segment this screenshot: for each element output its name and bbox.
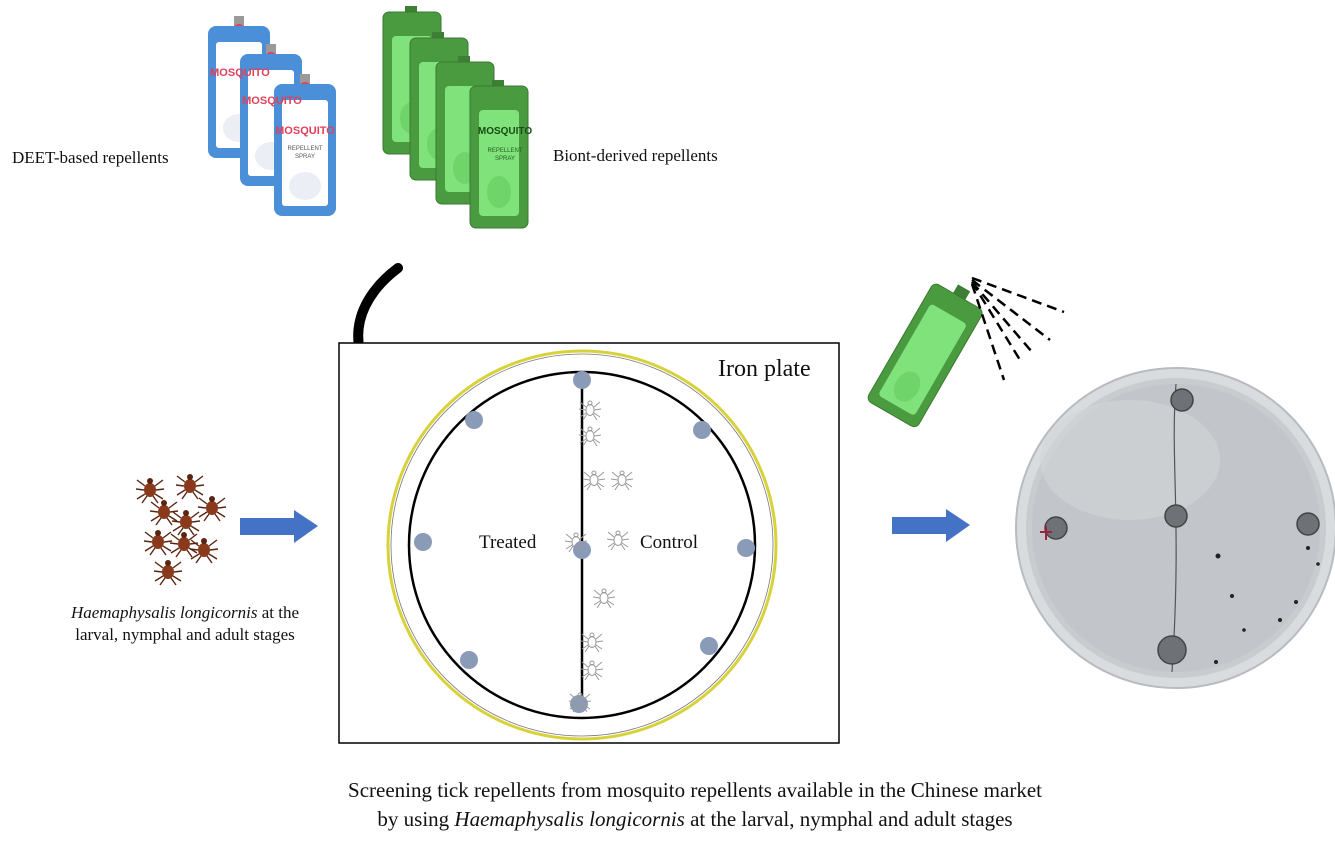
tick-cluster-icon: [135, 473, 227, 586]
tick-species: Haemaphysalis longicornis: [70, 603, 258, 622]
tick-stages-line: larval, nymphal and adult stages: [75, 625, 295, 644]
biont-label: Biont-derived repellents: [553, 146, 718, 165]
deet-bottles-icon: [208, 16, 336, 216]
spray-bottle-icon: [867, 283, 983, 428]
biont-bottles-icon: [382, 5, 529, 229]
blue-arrow-left-icon: [240, 510, 318, 543]
bottle-line2-text: SPRAY: [295, 154, 315, 160]
bottle-line2-text: SPRAY: [495, 156, 515, 162]
bottle-brand-text: MOSQUITO: [210, 67, 270, 79]
caption-pre: by using: [377, 807, 455, 831]
plate-dots: [414, 371, 755, 713]
plate-outer-ring: [386, 349, 778, 741]
tick-label: Haemaphysalis longicornis at the larval,…: [40, 602, 330, 646]
control-label: Control: [640, 532, 699, 553]
bottle-brand-text: MOSQUITO: [478, 126, 532, 137]
spray-lines: [970, 276, 1065, 381]
bottle-labels: MOSQUITO MOSQUITO MOSQUITO REPELLENT SPR…: [210, 67, 532, 162]
petri-dish-photo: [1015, 367, 1335, 689]
blue-arrow-right-icon: [892, 509, 970, 542]
bottle-brand-text: MOSQUITO: [275, 125, 335, 137]
caption-line-1: Screening tick repellents from mosquito …: [348, 778, 1042, 802]
treated-label: Treated: [479, 532, 537, 553]
bottle-line1-text: REPELLENT: [487, 148, 522, 154]
bottle-line1-text: REPELLENT: [287, 146, 322, 152]
caption-line-2: by using Haemaphysalis longicornis at th…: [300, 805, 1090, 834]
deet-label: DEET-based repellents: [12, 148, 169, 167]
bottle-brand-text: MOSQUITO: [242, 95, 302, 107]
figure-caption: Screening tick repellents from mosquito …: [300, 776, 1090, 834]
caption-species: Haemaphysalis longicornis: [454, 807, 685, 831]
caption-post: at the larval, nymphal and adult stages: [684, 807, 1013, 831]
iron-plate-frame: [338, 342, 840, 744]
iron-plate-label: Iron plate: [718, 356, 811, 382]
tick-stages-suffix: at the: [257, 603, 300, 622]
